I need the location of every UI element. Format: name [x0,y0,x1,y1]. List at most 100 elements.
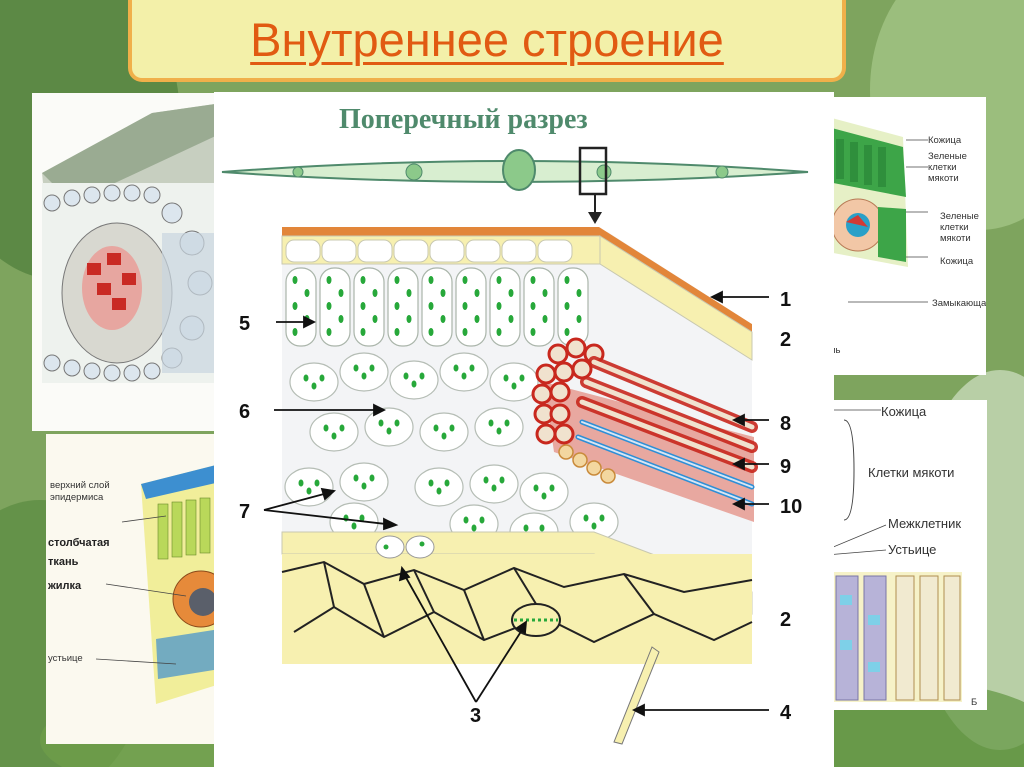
section-heading: Поперечный разрез [339,104,588,135]
chloroplast [591,522,597,530]
main-cross-section-panel: Поперечный разрез [214,92,834,767]
chloroplast [331,432,337,440]
chloroplast [394,419,400,427]
palisade-cell [353,267,385,347]
chloroplast [483,476,489,484]
spongy-cell [309,412,359,452]
palisade-cell [455,267,487,347]
chloroplast [326,276,332,284]
chloroplast [428,328,434,336]
spongy-cell [284,467,334,507]
chloroplast [564,276,570,284]
label-stomata: устьице [48,653,83,664]
chloroplast [360,276,366,284]
chloroplast [474,289,480,297]
chloroplast [539,524,545,532]
chloroplast [462,276,468,284]
bottom-right-leaf-panel: Кожица Клетки мякоти Межклетник Устьице … [826,400,987,710]
page-title: Внутреннее строение [250,12,724,66]
label-intercellular: Межклетник [888,516,961,531]
chloroplast [311,382,317,390]
chloroplast [461,372,467,380]
spongy-cell [489,362,539,402]
palisade-cell [319,267,351,347]
chloroplast [351,522,357,530]
chloroplast [564,328,570,336]
palisade-cell [523,267,555,347]
spongy-cell [389,360,439,400]
chloroplast [479,516,485,524]
label-2-upper-epidermis: 2 [780,329,791,351]
chloroplast [406,289,412,297]
partial-text: ль [830,345,841,356]
chloroplast [428,479,434,487]
stomata-upper [375,535,435,559]
chloroplast [503,374,509,382]
chloroplast [576,315,582,323]
chloroplast [326,302,332,310]
label-3-stomata: 3 [470,705,481,727]
chloroplast [599,514,605,522]
chloroplast [394,302,400,310]
chloroplast [523,524,529,532]
chloroplast [462,328,468,336]
chloroplast [411,380,417,388]
chloroplast [583,514,589,522]
chloroplast [369,474,375,482]
chloroplast [353,364,359,372]
chloroplast [449,424,455,432]
spongy-cell [439,352,489,392]
label-2-lower-epidermis: 2 [780,609,791,631]
label-10-phloem: 10 [780,496,802,518]
chloroplast [440,315,446,323]
chloroplast [306,487,312,495]
chloroplast [292,302,298,310]
chloroplast [463,516,469,524]
vascular-bundle [531,337,758,522]
chloroplast [491,484,497,492]
label-kozhitsa: Кожица [881,404,927,419]
chloroplast [542,289,548,297]
palisade-cell [421,267,453,347]
label-ustitse: Устьице [888,542,936,557]
palisade-cell [387,267,419,347]
chloroplast [530,302,536,310]
chloroplast [530,328,536,336]
chloroplast [339,424,345,432]
chloroplast [372,315,378,323]
chloroplast [576,289,582,297]
leaf-hair [613,646,660,745]
chloroplast [428,276,434,284]
chloroplast [360,302,366,310]
spongy-cell [289,362,339,402]
chloroplast [326,328,332,336]
label-1-cuticle: 1 [780,289,791,311]
spongy-cell [474,407,524,447]
palisade-cell [285,267,317,347]
chloroplast [508,315,514,323]
chloroplast [530,276,536,284]
spongy-cell [419,412,469,452]
chloroplast [462,302,468,310]
chloroplast [433,424,439,432]
chloroplast [406,315,412,323]
chloroplast [533,484,539,492]
palisade-cell [489,267,521,347]
label-7-intercellular: 7 [239,501,250,523]
chloroplast [471,524,477,532]
chloroplast [440,289,446,297]
chloroplast [394,276,400,284]
chloroplast [519,374,525,382]
chloroplast [441,432,447,440]
chloroplast [303,374,309,382]
chloroplast [353,474,359,482]
chloroplast [323,424,329,432]
label-guard-cell: Замыкающая клетка [932,298,986,309]
label-6-spongy: 6 [239,401,250,423]
chloroplast [549,484,555,492]
chloroplast [394,328,400,336]
chloroplast [504,419,510,427]
